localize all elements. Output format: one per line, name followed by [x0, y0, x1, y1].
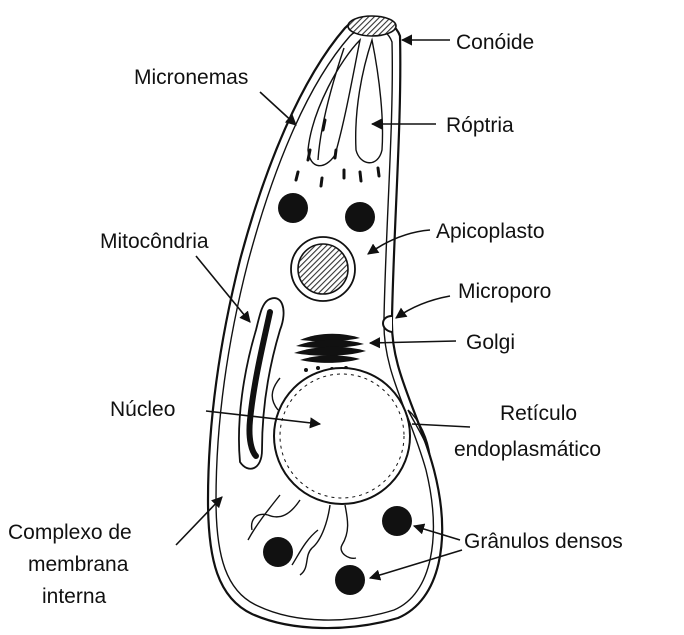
dense-granule: [345, 202, 375, 232]
apicoplast-icon: [291, 237, 355, 301]
conoid-icon: [348, 16, 396, 36]
label-golgi: Golgi: [466, 331, 515, 354]
label-microporo: Microporo: [458, 280, 551, 303]
label-reticulo-2: endoplasmático: [454, 438, 601, 461]
nucleus-icon: [274, 368, 410, 504]
dense-granule: [278, 193, 308, 223]
label-mitocondria: Mitocôndria: [100, 230, 209, 253]
label-roptria: Róptria: [446, 114, 514, 137]
label-reticulo-1: Retículo: [500, 402, 577, 425]
arrow-microporo: [396, 296, 450, 318]
label-complexo-3: interna: [42, 585, 107, 608]
label-apicoplasto: Apicoplasto: [436, 220, 545, 243]
arrow-micronemas: [260, 92, 296, 125]
label-complexo-1: Complexo de: [8, 521, 132, 544]
label-nucleo: Núcleo: [110, 398, 175, 421]
dense-granule: [263, 537, 293, 567]
label-complexo-2: membrana: [28, 553, 129, 576]
dense-granule: [382, 506, 412, 536]
label-conoide: Conóide: [456, 31, 534, 54]
label-micronemas: Micronemas: [134, 66, 248, 89]
cell-membrane: [208, 18, 442, 629]
label-granulos: Grânulos densos: [464, 530, 623, 553]
dense-granule: [335, 565, 365, 595]
